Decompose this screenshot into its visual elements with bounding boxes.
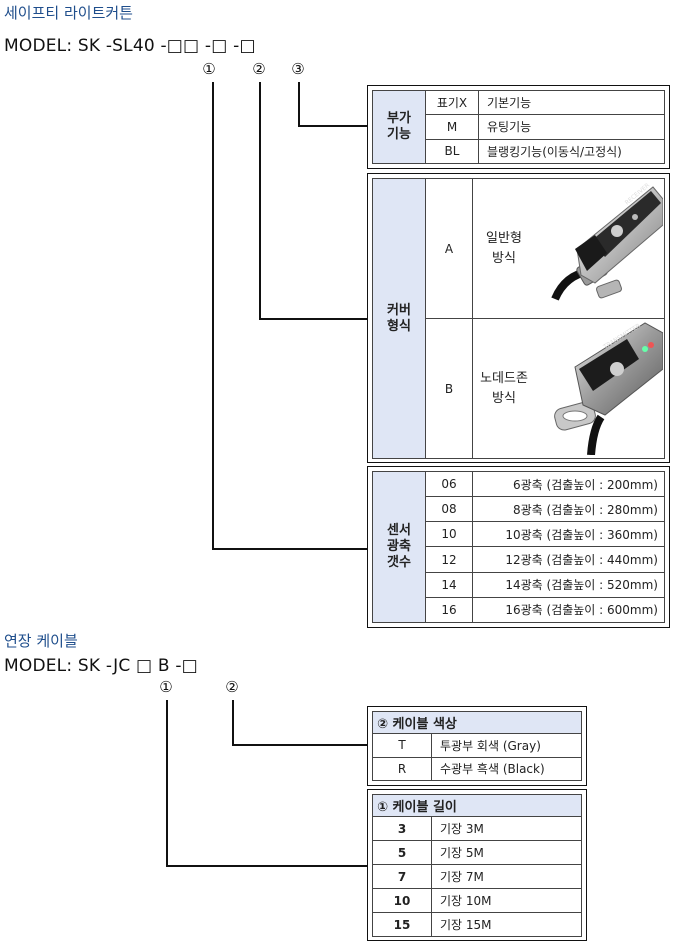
option-desc: 블랭킹기능(이동식/고정식)	[478, 138, 665, 165]
cable-model-code: MODEL: SK -JC □ B -□	[4, 656, 198, 676]
leader-2-vertical	[259, 82, 261, 319]
cable-length-code: 15	[372, 912, 432, 937]
axis-desc: 10광축 (검출높이 : 360mm)	[472, 521, 665, 548]
axis-code: 12	[425, 546, 473, 573]
axis-desc: 6광축 (검출높이 : 200mm)	[472, 470, 665, 498]
marker-1: ①	[202, 60, 216, 78]
cable-color-code: R	[372, 756, 432, 782]
option-code: M	[425, 114, 479, 140]
axis-table: 센서 광축 갯수 06 6광축 (검출높이 : 200mm) 08 8광축 (검…	[372, 470, 665, 624]
option-label: 부가 기능	[372, 90, 426, 164]
marker-2: ②	[225, 678, 239, 696]
section-title-safety: 세이프티 라이트커튼	[4, 4, 133, 22]
safety-model-code: MODEL: SK -SL40 -□□ -□ -□	[4, 36, 256, 56]
cover-table: 커버 형식 A 일반형 방식 RECEIVE	[372, 178, 665, 459]
cable-length-code: 5	[372, 840, 432, 865]
cover-code: B	[425, 318, 473, 459]
leader-1-horizontal	[212, 548, 368, 550]
cover-image-cell: TRANSMITTER	[535, 318, 665, 459]
axis-table-frame: 센서 광축 갯수 06 6광축 (검출높이 : 200mm) 08 8광축 (검…	[367, 466, 670, 628]
axis-code: 10	[425, 521, 473, 548]
axis-desc: 12광축 (검출높이 : 440mm)	[472, 546, 665, 573]
cable-color-table-frame: ② 케이블 색상 T 투광부 회색 (Gray) R 수광부 흑색 (Black…	[367, 706, 587, 786]
cable-length-code: 7	[372, 864, 432, 889]
cover-name: 노데드존 방식	[472, 318, 535, 459]
cable-length-header: ① 케이블 길이	[372, 794, 582, 817]
cover-code: A	[425, 178, 473, 319]
option-desc: 기본기능	[478, 89, 665, 116]
cable-leader-2-horizontal	[232, 744, 368, 746]
cable-length-code: 3	[372, 816, 432, 841]
cable-color-desc: 수광부 흑색 (Black)	[431, 756, 582, 782]
option-code: BL	[425, 138, 479, 165]
cable-length-desc: 기장 5M	[431, 840, 582, 865]
cover-table-frame: 커버 형식 A 일반형 방식 RECEIVE	[367, 173, 670, 463]
cable-leader-1-vertical	[166, 700, 168, 866]
cable-length-desc: 기장 7M	[431, 864, 582, 889]
cable-length-desc: 기장 15M	[431, 912, 582, 937]
cable-color-code: T	[372, 733, 432, 758]
cable-length-desc: 기장 10M	[431, 888, 582, 913]
leader-1-vertical	[212, 82, 214, 549]
light-curtain-standard-image: RECEIVER	[551, 182, 664, 301]
marker-2: ②	[252, 60, 266, 78]
cable-color-table: ② 케이블 색상 T 투광부 회색 (Gray) R 수광부 흑색 (Black…	[372, 710, 582, 782]
cable-length-code: 10	[372, 888, 432, 913]
leader-2-horizontal	[259, 318, 368, 320]
cable-length-desc: 기장 3M	[431, 816, 582, 841]
cover-label: 커버 형식	[372, 178, 426, 459]
cable-length-table-frame: ① 케이블 길이 3 기장 3M 5 기장 5M 7 기장 7M 10 기장 1…	[367, 789, 587, 941]
marker-1: ①	[159, 678, 173, 696]
cover-name: 일반형 방식	[472, 178, 535, 319]
cable-leader-2-vertical	[232, 700, 234, 745]
cable-length-table: ① 케이블 길이 3 기장 3M 5 기장 5M 7 기장 7M 10 기장 1…	[372, 794, 582, 937]
axis-desc: 14광축 (검출높이 : 520mm)	[472, 571, 665, 598]
option-table: 부가 기능 표기X 기본기능 M 유팅기능 BL 블랭킹기능(이동식/고정식)	[372, 89, 665, 165]
axis-code: 08	[425, 496, 473, 523]
axis-code: 14	[425, 571, 473, 598]
cable-leader-1-horizontal	[166, 865, 368, 867]
axis-desc: 16광축 (검출높이 : 600mm)	[472, 596, 665, 624]
axis-code: 06	[425, 470, 473, 498]
axis-label: 센서 광축 갯수	[372, 471, 426, 623]
leader-3-horizontal	[298, 125, 368, 127]
section-title-cable: 연장 케이블	[4, 632, 78, 650]
axis-desc: 8광축 (검출높이 : 280mm)	[472, 496, 665, 523]
axis-code: 16	[425, 596, 473, 624]
cable-color-header: ② 케이블 색상	[372, 710, 582, 735]
marker-3: ③	[291, 60, 305, 78]
light-curtain-no-dead-zone-image: TRANSMITTER	[554, 322, 664, 456]
leader-3-vertical	[298, 82, 300, 126]
cover-image-cell: RECEIVER	[535, 178, 665, 319]
option-code: 표기X	[425, 89, 479, 116]
option-table-frame: 부가 기능 표기X 기본기능 M 유팅기능 BL 블랭킹기능(이동식/고정식)	[367, 85, 670, 169]
option-desc: 유팅기능	[478, 114, 665, 140]
cable-color-desc: 투광부 회색 (Gray)	[431, 733, 582, 758]
